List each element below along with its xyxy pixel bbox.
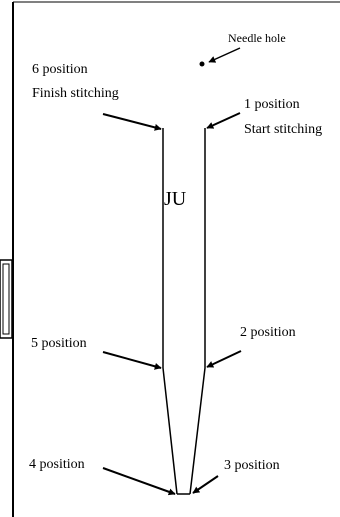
- position-1-label: 1 position: [244, 97, 300, 112]
- position-6-label: 6 position: [32, 62, 88, 77]
- arrow-4-position: [102, 467, 176, 496]
- position-5-label: 5 position: [31, 336, 87, 351]
- needle-hole-dot: [199, 61, 205, 67]
- ju-label: JU: [164, 188, 187, 210]
- position-2-label: 2 position: [240, 325, 296, 340]
- needle-hole-arrow: [208, 47, 241, 63]
- arrow-1-position: [206, 112, 241, 129]
- position-4-label: 4 position: [29, 457, 85, 472]
- position-3-label: 3 position: [224, 458, 280, 473]
- side-bracket: [0, 259, 13, 339]
- needle-hole-label: Needle hole: [228, 31, 286, 45]
- stitching-outline: [162, 128, 206, 495]
- start-stitching-label: Start stitching: [244, 122, 322, 137]
- arrow-5-position: [102, 351, 162, 370]
- arrow-3-position: [192, 475, 219, 494]
- arrow-6-position: [102, 113, 162, 131]
- arrow-2-position: [206, 350, 242, 368]
- finish-stitching-label: Finish stitching: [32, 86, 119, 101]
